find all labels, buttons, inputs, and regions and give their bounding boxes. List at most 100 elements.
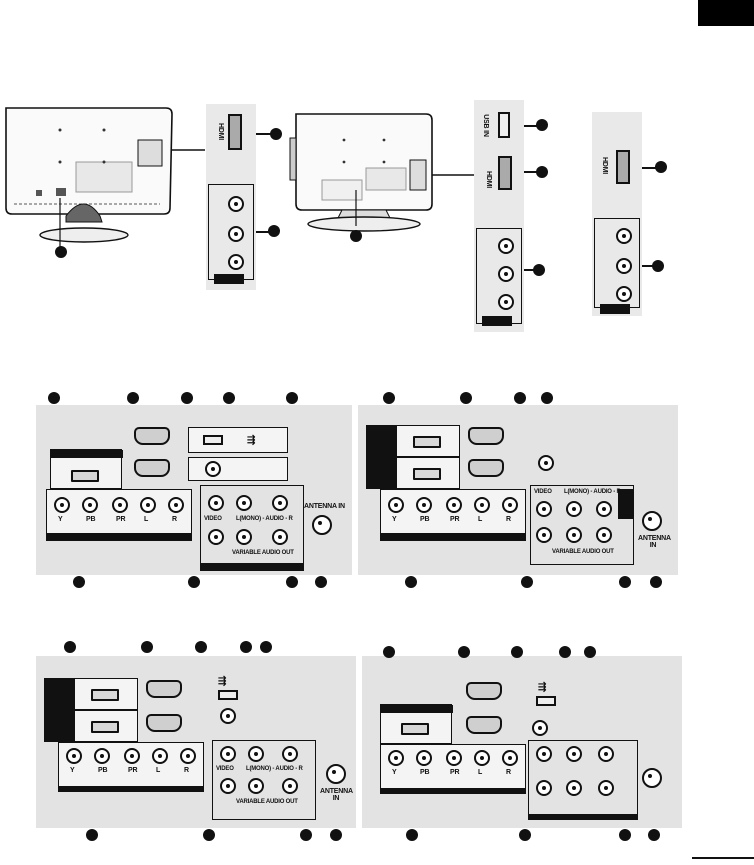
component-jack-label: PB	[420, 769, 430, 776]
vga-port	[468, 427, 504, 445]
component-jack-label: R	[506, 516, 511, 523]
av-group	[530, 485, 634, 565]
page-corner-tab	[698, 0, 754, 26]
coax-jack	[326, 764, 346, 784]
usb-port	[498, 112, 510, 138]
rca-jack	[220, 778, 236, 794]
antenna-in-label: ANTENNA IN	[304, 503, 345, 510]
callout-dot	[521, 576, 533, 588]
label-block	[366, 425, 396, 489]
callout-dot	[223, 392, 235, 404]
rca-jack	[112, 497, 128, 513]
rca-jack	[474, 750, 490, 766]
rca-jack	[228, 254, 244, 270]
hdmi-port	[401, 723, 429, 735]
callout-dot	[300, 829, 312, 841]
rca-jack	[566, 780, 582, 796]
label-block	[214, 274, 244, 284]
av-group	[212, 740, 316, 820]
callout-dot	[195, 641, 207, 653]
callout-dot	[458, 646, 470, 658]
rear-panel-a: ⇶ VIDEO L(MONO) - AUDIO - R VARIABLE AUD…	[36, 405, 352, 575]
rca-jack	[236, 495, 252, 511]
callout-dot	[619, 829, 631, 841]
component-jack-label: PR	[450, 769, 460, 776]
component-jack-label: R	[184, 767, 189, 774]
rca-jack	[388, 497, 404, 513]
component-jack-label: PB	[98, 767, 108, 774]
component-jack-label: L	[478, 516, 483, 523]
callout-line	[642, 265, 654, 267]
usb-port	[203, 435, 223, 445]
rca-jack	[536, 527, 552, 543]
antenna-in-label: ANTENNA IN	[320, 788, 353, 802]
callout-dot	[270, 128, 282, 140]
component-jack-label: Y	[58, 516, 63, 523]
callout-dot	[141, 641, 153, 653]
component-jack-label: R	[172, 516, 177, 523]
callout-dot	[406, 829, 418, 841]
rca-jack	[94, 748, 110, 764]
callout-dot	[383, 646, 395, 658]
rca-jack	[536, 501, 552, 517]
rca-jack	[536, 746, 552, 762]
rca-jack	[536, 780, 552, 796]
audio-label: L(MONO) - AUDIO - R	[564, 489, 621, 495]
component-jack-label: PR	[450, 516, 460, 523]
rca-jack	[596, 527, 612, 543]
audio-label: L(MONO) - AUDIO - R	[236, 516, 293, 522]
rca-jack	[498, 266, 514, 282]
callout-dot	[86, 829, 98, 841]
hdmi-box	[396, 425, 460, 457]
video-label: VIDEO	[204, 516, 222, 522]
rca-jack	[152, 748, 168, 764]
hdmi-box	[380, 704, 453, 744]
callout-dot	[511, 646, 523, 658]
headphone-jack	[205, 461, 221, 477]
callout-dot	[55, 246, 67, 258]
rca-jack	[54, 497, 70, 513]
tv-rear-view-1	[5, 107, 205, 248]
rca-jack	[446, 750, 462, 766]
component-group	[58, 742, 204, 792]
rca-jack	[248, 746, 264, 762]
coax-jack	[642, 768, 662, 788]
rca-jack	[598, 746, 614, 762]
rca-jack	[502, 750, 518, 766]
rca-jack	[598, 780, 614, 796]
rca-jack	[502, 497, 518, 513]
label-block	[58, 786, 204, 792]
headphone-jack	[220, 708, 236, 724]
rca-jack	[272, 529, 288, 545]
rca-jack	[616, 228, 632, 244]
component-jack-label: L	[156, 767, 161, 774]
rca-jack	[282, 746, 298, 762]
video-label: VIDEO	[534, 489, 552, 495]
component-jack-label: PB	[86, 516, 96, 523]
callout-dot	[350, 230, 362, 242]
component-jack-label: L	[144, 516, 149, 523]
hdmi-box	[396, 457, 460, 489]
vga-port	[134, 459, 170, 477]
rca-jack	[228, 226, 244, 242]
page-rule	[692, 857, 754, 859]
rear-panel-c: ⇶ VIDEO L(MONO) - AUDIO - R VARIABLE AUD…	[36, 656, 356, 828]
side-panel-1: HDMI	[206, 104, 256, 290]
callout-dot	[619, 576, 631, 588]
label-block	[600, 304, 630, 314]
usb-port	[218, 690, 238, 700]
callout-dot	[514, 392, 526, 404]
label-block	[44, 678, 74, 742]
callout-dot	[315, 576, 327, 588]
hdmi-port	[498, 156, 512, 190]
callout-dot	[383, 392, 395, 404]
rca-jack	[82, 497, 98, 513]
rca-jack	[236, 529, 252, 545]
callout-dot	[127, 392, 139, 404]
rca-jack	[282, 778, 298, 794]
hdmi-port	[616, 150, 630, 184]
rca-jack	[498, 294, 514, 310]
side-panel-2: USB IN HDMI	[474, 100, 524, 332]
rca-jack	[140, 497, 156, 513]
callout-line	[524, 269, 538, 271]
